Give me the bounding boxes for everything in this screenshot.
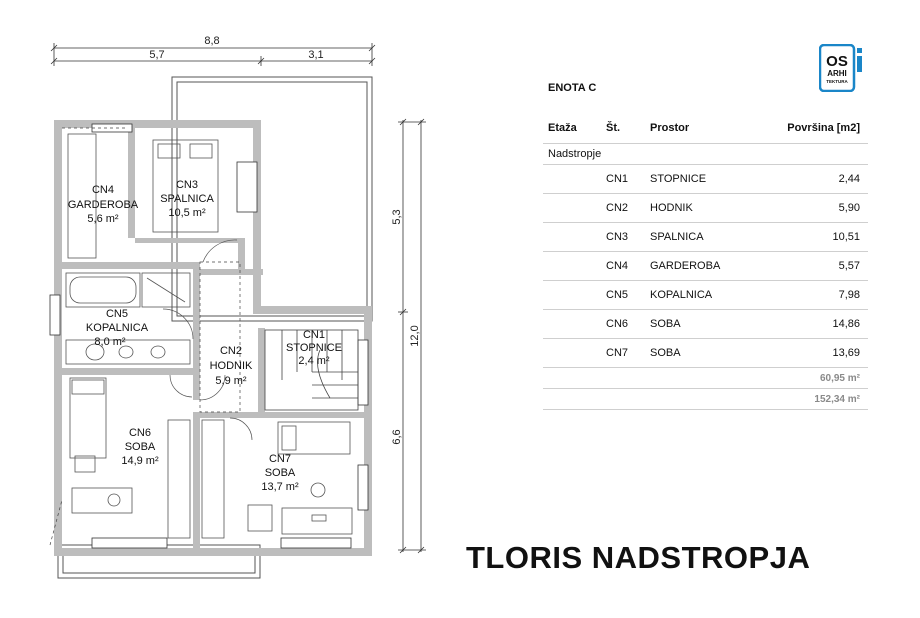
room-number: CN3 [601,222,645,252]
subtotal-row: 60,95 m² [543,367,868,389]
dim-lower-height: 6,6 [391,429,403,444]
room-area: 10,5 m² [168,207,206,219]
room-area: 5,9 m² [215,375,247,387]
table-row: CN7 SOBA 13,69 [543,338,868,368]
room-number: CN7 [601,338,645,368]
logo-line1: OS [826,53,848,70]
room-name: SPALNICA [645,222,753,252]
room-number: CN6 [601,309,645,339]
terrace-outline [171,76,373,322]
room-label-cn4: CN4 GARDEROBA 5,6 m² [68,184,139,225]
logo-line3: TEKTURA [826,79,848,84]
table-row: CN5 KOPALNICA 7,98 [543,280,868,310]
room-area: 14,9 m² [121,455,159,467]
staircase [264,329,359,411]
room-name: SOBA [265,467,296,479]
room-label-cn3: CN3 SPALNICA 10,5 m² [160,179,214,219]
room-code: CN6 [129,427,151,439]
dim-total-width: 8,8 [204,35,219,47]
room-code: CN7 [269,453,291,465]
floor-plan: 8,8 5,7 3,1 5,3 12,0 6,6 [49,35,426,579]
floor-label: Nadstropje [543,143,868,165]
room-label-cn6: CN6 SOBA 14,9 m² [121,427,159,467]
room-area: 5,6 m² [87,213,119,225]
room-area: 10,51 [752,222,868,252]
dim-total-height: 12,0 [409,325,421,346]
room-area: 14,86 [752,309,868,339]
room-name: SOBA [645,338,753,368]
room-code: CN5 [106,308,128,320]
doors [162,239,253,441]
header-room: Prostor [645,112,753,144]
room-area: 2,44 [752,164,868,194]
room-area: 5,57 [752,251,868,281]
dim-left-width: 5,7 [149,49,164,61]
dimension-lines [50,43,426,554]
room-label-cn7: CN7 SOBA 13,7 m² [261,453,299,493]
company-logo: OS ARHI TEKTURA [819,44,862,92]
room-name: SOBA [645,309,753,339]
room-name: HODNIK [210,360,253,372]
room-name: GARDEROBA [68,199,139,211]
table-row: CN2 HODNIK 5,90 [543,193,868,223]
total-row: 152,34 m² [543,388,868,410]
header-number: Št. [601,112,645,144]
header-area: Površina [m2] [752,112,868,144]
table-row: CN4 GARDEROBA 5,57 [543,251,868,281]
room-code: CN2 [220,345,242,357]
room-number: CN4 [601,251,645,281]
room-number: CN1 [601,164,645,194]
total-value: 152,34 m² [543,388,868,410]
room-name: SOBA [125,441,156,453]
room-area: 5,90 [752,193,868,223]
room-number: CN5 [601,280,645,310]
subtotal-value: 60,95 m² [543,367,868,389]
table-row: CN3 SPALNICA 10,51 [543,222,868,252]
floor-row: Nadstropje [543,143,868,165]
room-code: CN4 [92,184,114,196]
dim-upper-height: 5,3 [391,209,403,224]
hidden-lines [49,127,241,546]
header-floor: Etaža [543,112,601,144]
logo-line2: ARHI [827,69,847,78]
table-header-row: Etaža Št. Prostor Površina [m2] [543,112,868,144]
room-area: 13,69 [752,338,868,368]
room-area: 2,4 m² [298,355,330,367]
unit-title: ENOTA C [548,82,597,94]
room-name: KOPALNICA [645,280,753,310]
room-name: HODNIK [645,193,753,223]
room-code: CN1 [303,329,325,341]
room-area: 7,98 [752,280,868,310]
room-name: STOPNICE [645,164,753,194]
table-row: CN6 SOBA 14,86 [543,309,868,339]
room-name: STOPNICE [286,342,342,354]
furniture [65,133,353,539]
table-row: CN1 STOPNICE 2,44 [543,164,868,194]
room-label-cn1: CN1 STOPNICE 2,4 m² [286,329,342,367]
room-area: 8,0 m² [94,336,126,348]
room-area: 13,7 m² [261,481,299,493]
room-name: SPALNICA [160,193,214,205]
room-name: KOPALNICA [86,322,149,334]
room-label-cn5: CN5 KOPALNICA 8,0 m² [86,308,149,348]
area-table: Etaža Št. Prostor Površina [m2] Nadstrop… [543,112,868,410]
dim-right-width: 3,1 [308,49,323,61]
room-label-cn2: CN2 HODNIK 5,9 m² [210,345,253,387]
interior-walls [62,128,364,548]
room-name: GARDEROBA [645,251,753,281]
page-title: TLORIS NADSTROPJA [466,540,811,575]
room-number: CN2 [601,193,645,223]
room-code: CN3 [176,179,198,191]
